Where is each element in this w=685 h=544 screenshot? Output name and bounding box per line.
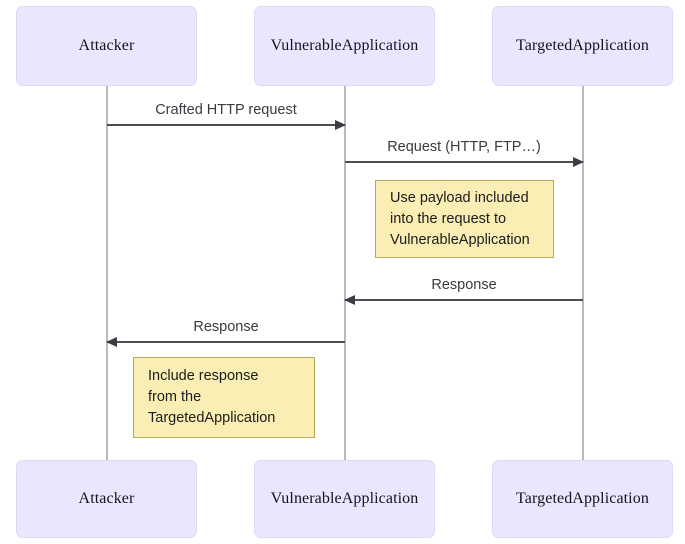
arrow-head-right-icon (573, 157, 584, 167)
participant-label: Attacker (78, 489, 135, 507)
participant-label: Attacker (78, 36, 135, 54)
arrow-head-left-icon (344, 295, 355, 305)
message-label: Response (193, 319, 259, 335)
message-line (107, 124, 345, 126)
message-label: Request (HTTP, FTP…) (387, 139, 541, 155)
participant-label: TargetedApplication (516, 489, 649, 507)
arrow-head-right-icon (335, 120, 346, 130)
note-line: TargetedApplication (148, 410, 276, 426)
message-line (345, 299, 583, 301)
lifeline-targeted-application (582, 86, 584, 461)
note-line: Use payload included (390, 189, 529, 206)
participant-targeted-application-bottom[interactable]: TargetedApplication (492, 460, 673, 538)
message-label: Response (431, 277, 497, 293)
note-include-response: Include response from the TargetedApplic… (133, 357, 315, 438)
participant-vulnerable-application-bottom[interactable]: VulnerableApplication (254, 460, 435, 538)
arrow-head-left-icon (106, 337, 117, 347)
note-line: Include response (148, 368, 259, 384)
lifeline-attacker (106, 86, 108, 461)
message-line (345, 161, 583, 163)
participant-attacker-bottom[interactable]: Attacker (16, 460, 197, 538)
participant-vulnerable-application-top[interactable]: VulnerableApplication (254, 6, 435, 86)
note-line: into the request to (390, 210, 507, 227)
note-line: from the (148, 389, 202, 405)
message-label: Crafted HTTP request (155, 102, 297, 118)
message-line (107, 341, 345, 343)
participant-label: VulnerableApplication (270, 489, 419, 507)
participant-targeted-application-top[interactable]: TargetedApplication (492, 6, 673, 86)
lifeline-vulnerable-application (344, 86, 346, 461)
note-use-payload: Use payload included into the request to… (375, 180, 554, 258)
participant-attacker-top[interactable]: Attacker (16, 6, 197, 86)
participant-label: TargetedApplication (516, 36, 649, 54)
participant-label: VulnerableApplication (270, 36, 419, 54)
note-line: VulnerableApplication (390, 231, 530, 248)
